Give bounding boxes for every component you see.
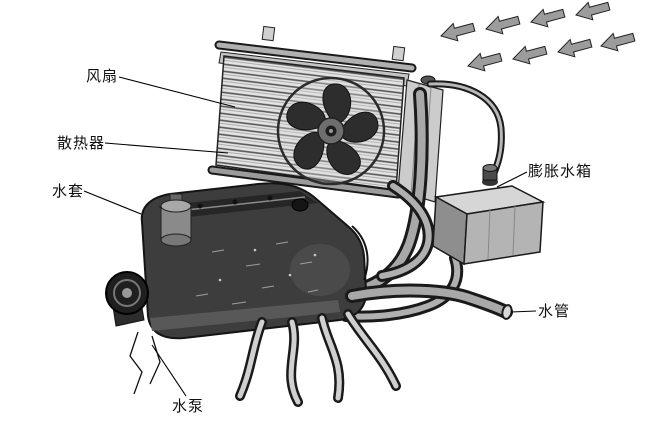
leader-line-water-pipe [510, 310, 537, 313]
hoses-illustration [235, 283, 513, 407]
leader-line-expansion-tank [496, 171, 528, 188]
wire [149, 335, 161, 385]
leader-line-radiator [104, 142, 229, 154]
wire [129, 331, 143, 395]
leader-line-water-jacket [83, 190, 142, 215]
leader-lines [83, 76, 537, 397]
tank-right-face [463, 201, 544, 265]
flywheel-bulge [290, 244, 350, 296]
label-water-pipe: 水管 [538, 303, 571, 320]
leader-line-fan [118, 76, 236, 108]
radiator-bracket [261, 25, 276, 42]
label-water-jacket: 水套 [52, 183, 85, 200]
label-fan: 风扇 [86, 68, 119, 85]
pump-wires-illustration [129, 331, 161, 395]
label-expansion-tank: 膨胀水箱 [528, 163, 593, 180]
fan-illustration [276, 76, 386, 186]
airflow-arrows-icon [438, 0, 637, 76]
leader-line-water-pump [151, 344, 187, 397]
pipes-illustration [340, 80, 505, 323]
radiator-bracket [391, 45, 406, 62]
oil-pan [150, 300, 340, 331]
engine-texture [195, 241, 319, 305]
engine-block-illustration [105, 182, 369, 340]
label-water-pump: 水泵 [172, 398, 205, 415]
pipe-open-end [501, 304, 513, 320]
label-radiator: 散热器 [57, 135, 106, 152]
expansion-tank-illustration [432, 164, 546, 266]
breather-cap [291, 198, 309, 212]
